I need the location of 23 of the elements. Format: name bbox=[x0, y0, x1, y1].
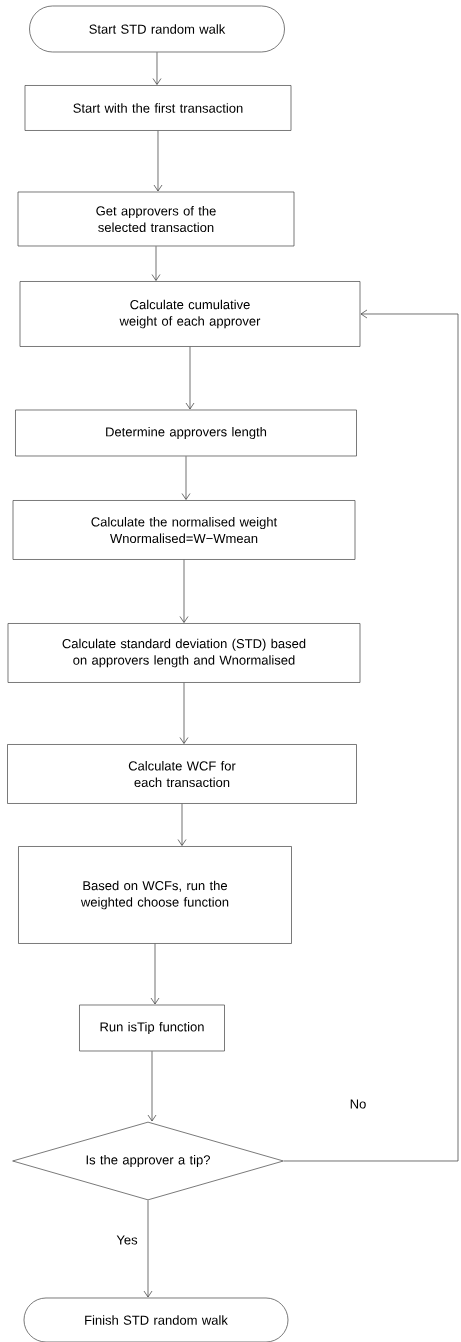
arrow bbox=[185, 346, 195, 410]
arrow bbox=[177, 803, 187, 846]
arrow bbox=[152, 52, 162, 85]
arrow bbox=[181, 456, 191, 500]
arrow bbox=[147, 1051, 157, 1122]
process-box: Run isTip function bbox=[79, 1004, 225, 1052]
process-box: Based on WCFs, run the weighted choose function bbox=[18, 846, 292, 944]
arrow bbox=[283, 309, 459, 1162]
process-box: Calculate cumulative weight of each approver bbox=[19, 281, 361, 347]
process-box: Calculate WCF for each transaction bbox=[7, 744, 357, 804]
process-box: Get approvers of the selected transaction bbox=[17, 191, 295, 247]
edge-label: Yes bbox=[115, 1234, 139, 1246]
arrow bbox=[153, 130, 163, 192]
arrow bbox=[179, 559, 189, 623]
arrow bbox=[143, 1200, 153, 1298]
arrow bbox=[151, 246, 161, 281]
process-box: Calculate standard deviation (STD) based on approvers length and Wnormalised bbox=[7, 623, 361, 683]
process-box: Calculate the normalised weight Wnormalised=W−Wmean bbox=[12, 500, 356, 560]
arrow bbox=[179, 682, 189, 744]
process-box: Start with the first transaction bbox=[24, 85, 292, 131]
arrow bbox=[150, 943, 160, 1005]
process-box: Determine approvers length bbox=[15, 409, 357, 457]
edge-label: No bbox=[348, 1098, 368, 1110]
